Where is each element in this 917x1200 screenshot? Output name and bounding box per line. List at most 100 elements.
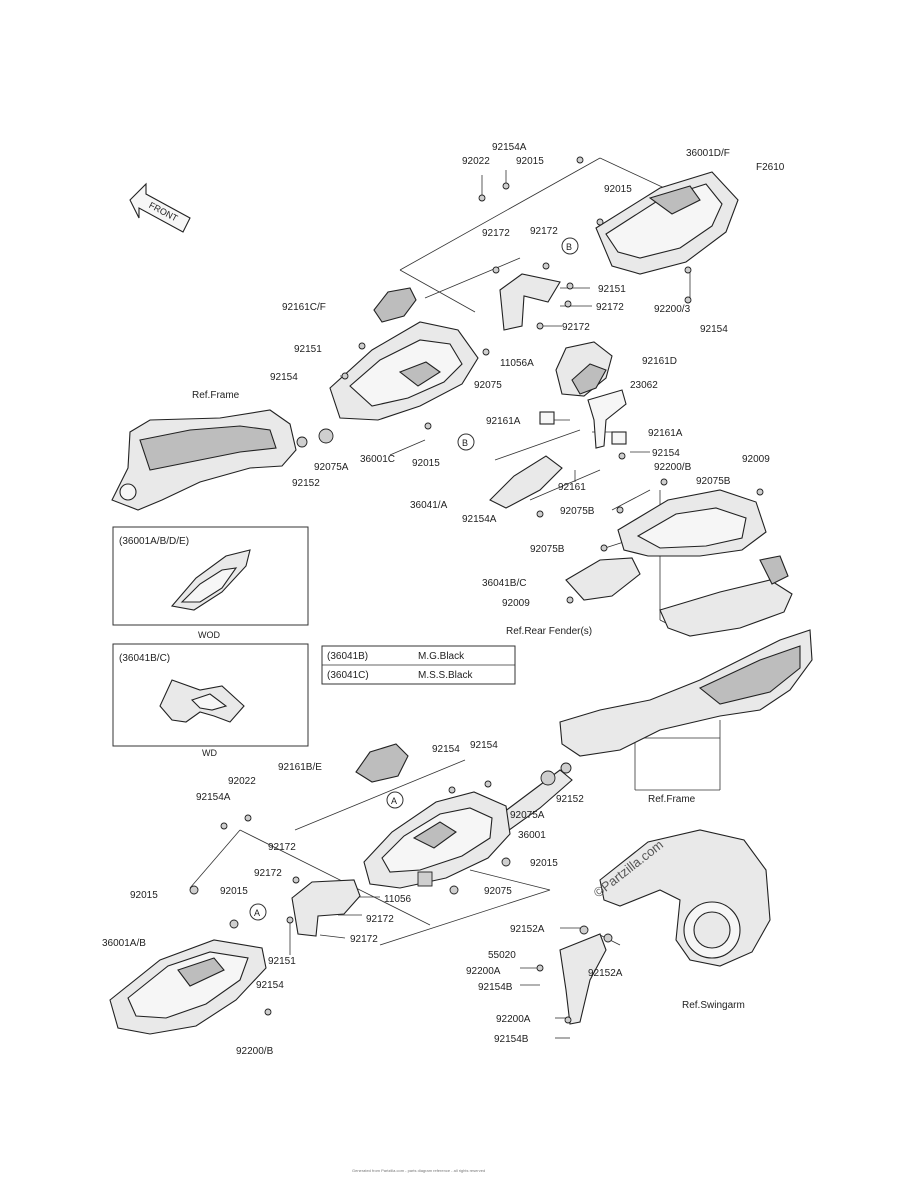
callout: 92154 [256, 980, 284, 991]
callout: 92154 [432, 744, 460, 755]
callout: 92152A [588, 968, 623, 979]
color-table-code-1: (36041B) [327, 651, 368, 662]
callout: 92200/B [654, 462, 692, 473]
callout: 92075A [510, 810, 545, 821]
callout: 92075 [474, 380, 502, 391]
marker-b-lower: B [462, 438, 468, 448]
callout: Ref.Frame [648, 794, 696, 805]
marker-a-lower: A [254, 908, 260, 918]
callout: 92172 [350, 934, 378, 945]
callout: Ref.Rear Fender(s) [506, 626, 592, 637]
callout: 92152A [510, 924, 545, 935]
callout: 55020 [488, 950, 516, 961]
callout: 11056A [500, 358, 534, 369]
callout: 92075 [484, 886, 512, 897]
callout: 92015 [412, 458, 440, 469]
callout: 92015 [530, 858, 558, 869]
callout-labels: 92154A 92022 92015 36001D/F 92015 92172 … [102, 142, 770, 1057]
color-table-code-2: (36041C) [327, 670, 369, 681]
inset2-title: (36041B/C) [119, 653, 170, 664]
leader-lines [189, 157, 721, 1039]
callout: Ref.Frame [192, 390, 240, 401]
callout: 92154A [492, 142, 527, 153]
callout: 92172 [562, 322, 590, 333]
callout: 92161B/E [278, 762, 322, 773]
swingarm [536, 829, 771, 1025]
cover-small-lower [355, 743, 409, 783]
figure-code: F2610 [756, 162, 785, 173]
callout: 92075B [530, 544, 565, 555]
callout: 92151 [598, 284, 626, 295]
callout: 92200A [466, 966, 501, 977]
callout: 92154A [196, 792, 231, 803]
callout: 92022 [462, 156, 490, 167]
callout: 92009 [502, 598, 530, 609]
callout: 92161A [648, 428, 683, 439]
inset1-caption: WOD [198, 630, 220, 640]
callout: 92161D [642, 356, 677, 367]
callout: 92154 [652, 448, 680, 459]
callout: 92151 [268, 956, 296, 967]
bracket-upper [499, 273, 561, 331]
callout: 92154 [470, 740, 498, 751]
callout: 36041/A [410, 500, 448, 511]
bracket-lower [291, 879, 361, 937]
callout: 92200/3 [654, 304, 691, 315]
rear-fender [565, 489, 793, 637]
callout: 92154B [494, 1034, 529, 1045]
callout: 92152 [556, 794, 584, 805]
callout: 92015 [604, 184, 632, 195]
callout: 92154B [478, 982, 513, 993]
color-table: (36041B) M.G.Black (36041C) M.S.S.Black [321, 645, 516, 685]
callout: 36001D/F [686, 148, 730, 159]
callout: 92172 [366, 914, 394, 925]
marker-b-upper: B [566, 242, 572, 252]
seat-cowl-lower [109, 939, 267, 1035]
callout: 92161 [558, 482, 586, 493]
callout: 92172 [268, 842, 296, 853]
callout: 92161A [486, 416, 521, 427]
tail-light-unit [539, 341, 627, 449]
inset1-title: (36001A/B/D/E) [119, 536, 189, 547]
callout: 36041B/C [482, 578, 526, 589]
marker-a-upper: A [391, 796, 397, 806]
callout: 92075A [314, 462, 349, 473]
callout: 92200/B [236, 1046, 274, 1057]
callout: 36001A/B [102, 938, 146, 949]
callout: 92075B [560, 506, 595, 517]
inset-36001: (36001A/B/D/E) WOD [112, 526, 309, 640]
color-table-color-2: M.S.S.Black [418, 670, 473, 681]
callout: 92009 [742, 454, 770, 465]
callout: 92154 [700, 324, 728, 335]
callout: 92161C/F [282, 302, 326, 313]
seat-cowl-upper [595, 171, 739, 275]
inset2-caption: WD [202, 748, 217, 758]
front-arrow-icon: FRONT [129, 182, 191, 233]
callout: 23062 [630, 380, 658, 391]
seat-cover-rear-upper [329, 321, 479, 421]
callout: 92015 [220, 886, 248, 897]
callout: 92075B [696, 476, 731, 487]
frame-left [111, 409, 334, 511]
callout: 92154A [462, 514, 497, 525]
callout: 92172 [254, 868, 282, 879]
callout: 11056 [384, 894, 412, 905]
callout: 92152 [292, 478, 320, 489]
footer-text: Generated from Partzilla.com - parts dia… [352, 1168, 485, 1173]
inset-36041: (36041B/C) WD [112, 643, 309, 758]
callout: 92022 [228, 776, 256, 787]
callout: 92200A [496, 1014, 531, 1025]
callout: 92151 [294, 344, 322, 355]
hardware-fasteners [189, 156, 764, 1016]
callout: 92015 [130, 890, 158, 901]
cover-small-upper [373, 287, 417, 323]
marker-circles: B B A A [249, 237, 579, 921]
callout: 92172 [482, 228, 510, 239]
callout: 36001 [518, 830, 546, 841]
bracket-36041 [489, 455, 563, 509]
callout: 36001C [360, 454, 395, 465]
callout: Ref.Swingarm [682, 1000, 745, 1011]
callout: 92172 [596, 302, 624, 313]
callout: 92154 [270, 372, 298, 383]
